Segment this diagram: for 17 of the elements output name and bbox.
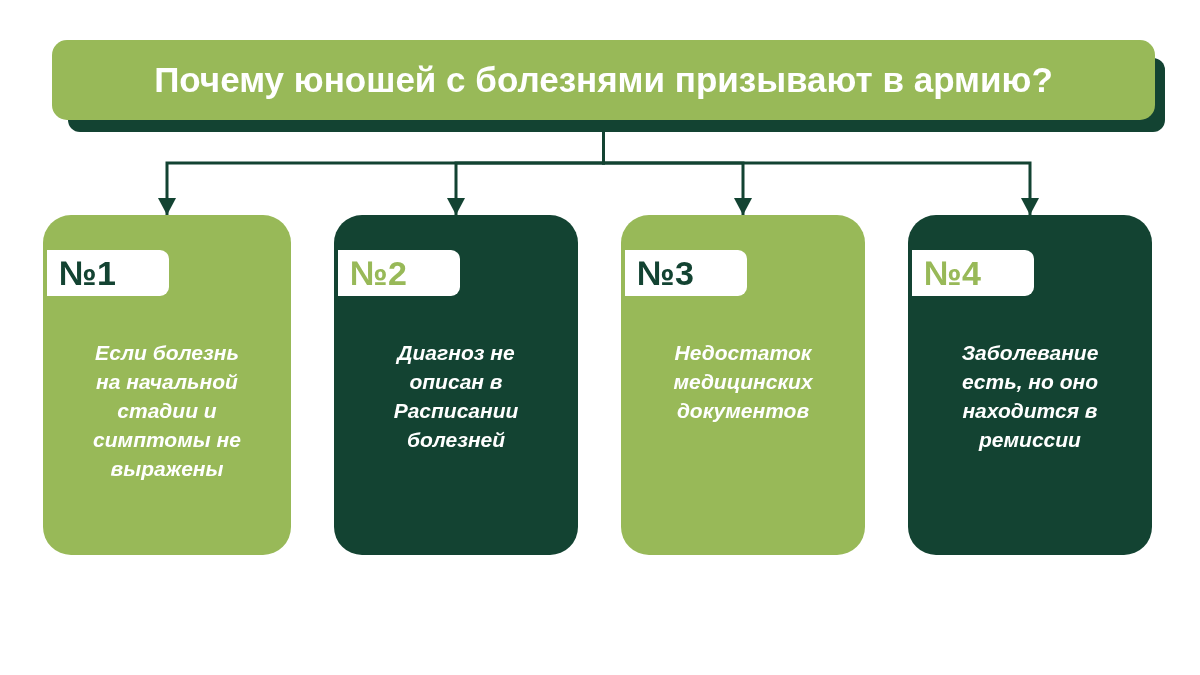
reason-text: Диагноз не описан в Расписании болезней xyxy=(392,340,520,453)
reason-text: Заболевание есть, но оно находится в ремиссии xyxy=(960,340,1100,453)
number-label: №1 xyxy=(59,254,116,292)
number-label: №4 xyxy=(924,254,981,292)
number-label: №3 xyxy=(637,254,694,292)
reason-text: Недостаток медицинских документов xyxy=(672,340,814,424)
question-heading: Почему юношей с болезнями призывают в армию? xyxy=(154,60,1053,100)
number-label: №2 xyxy=(350,254,407,292)
reason-text: Если болезнь на начальной стадии и симптомы не выражены xyxy=(92,340,242,482)
number-tab xyxy=(47,250,169,296)
reason-card xyxy=(334,215,578,555)
number-tab xyxy=(338,250,460,296)
reason-card xyxy=(43,215,291,555)
reason-card xyxy=(908,215,1152,555)
number-tab xyxy=(912,250,1034,296)
reason-card xyxy=(621,215,865,555)
number-tab xyxy=(625,250,747,296)
